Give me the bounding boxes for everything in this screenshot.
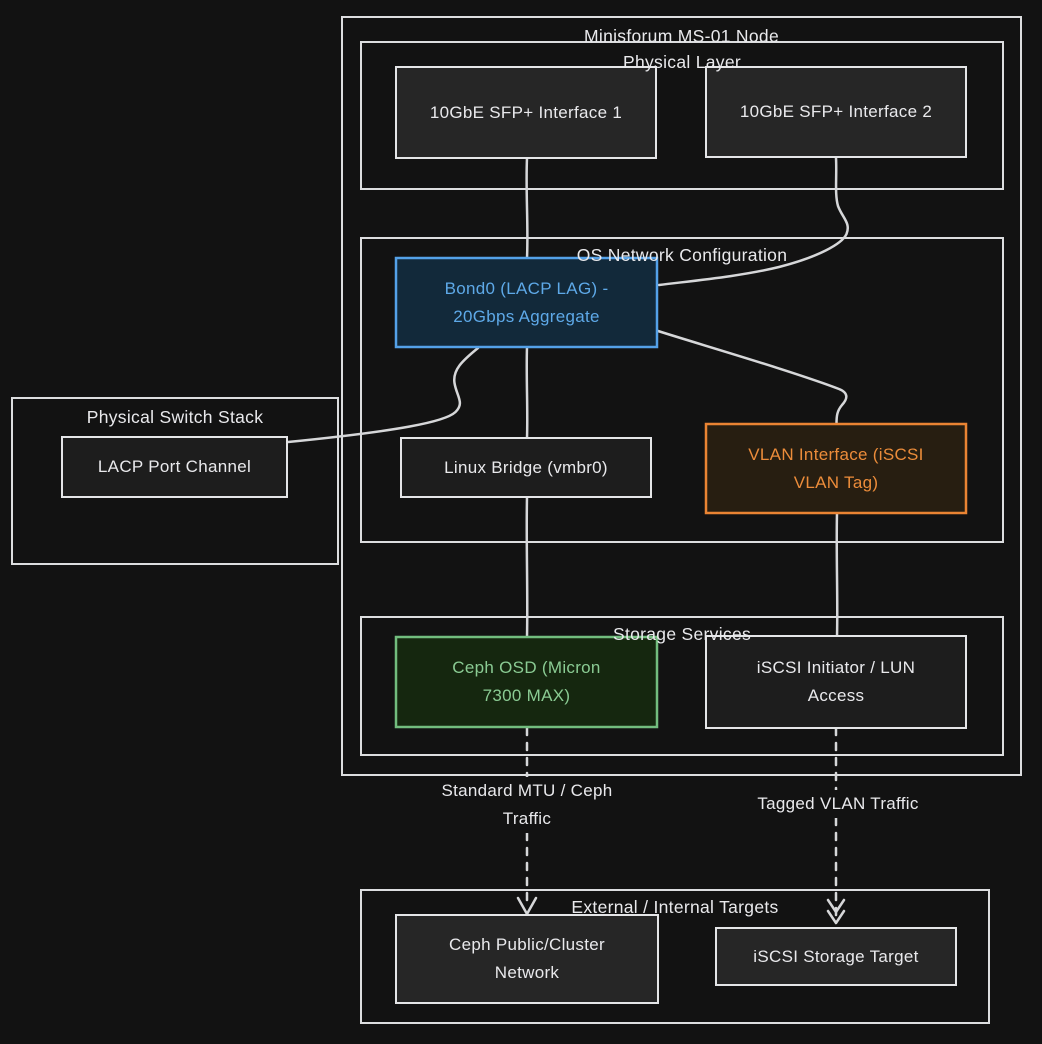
container-os-network [360, 237, 1004, 543]
node-sfp1-shape [395, 66, 657, 159]
arrowhead-iscsi-lower-icon [826, 909, 846, 925]
container-storage-services [360, 616, 1004, 756]
node-lacp-shape [61, 436, 288, 498]
node-cephnet-shape [395, 914, 659, 1004]
edge-bond0-to-bridge [525, 345, 529, 440]
edge-bond0-to-lacp [286, 346, 480, 444]
container-ms01-node [341, 16, 1022, 776]
container-physical-layer [360, 41, 1004, 190]
node-sfp2-shape [705, 66, 967, 158]
arrowhead-iscsi-upper-icon [826, 898, 846, 914]
node-bond0-shape [394, 256, 659, 349]
edge-bond0-to-vlan [656, 329, 848, 426]
container-switch-stack [11, 397, 339, 565]
edge-bridge-to-cephosd [525, 495, 529, 639]
node-iscsitarget-shape [715, 927, 957, 986]
container-targets [360, 889, 990, 1024]
edge-vlan-to-iscsiinit [835, 511, 839, 639]
connector-group [286, 156, 849, 925]
node-iscsiinit-shape [705, 635, 967, 729]
node-cephosd-shape [394, 635, 659, 729]
edge-sfp1-to-bond0 [525, 156, 529, 260]
node-bridge-shape [400, 437, 652, 498]
edge-sfp2-to-bond0 [657, 156, 849, 287]
node-vlan-shape [704, 422, 968, 515]
